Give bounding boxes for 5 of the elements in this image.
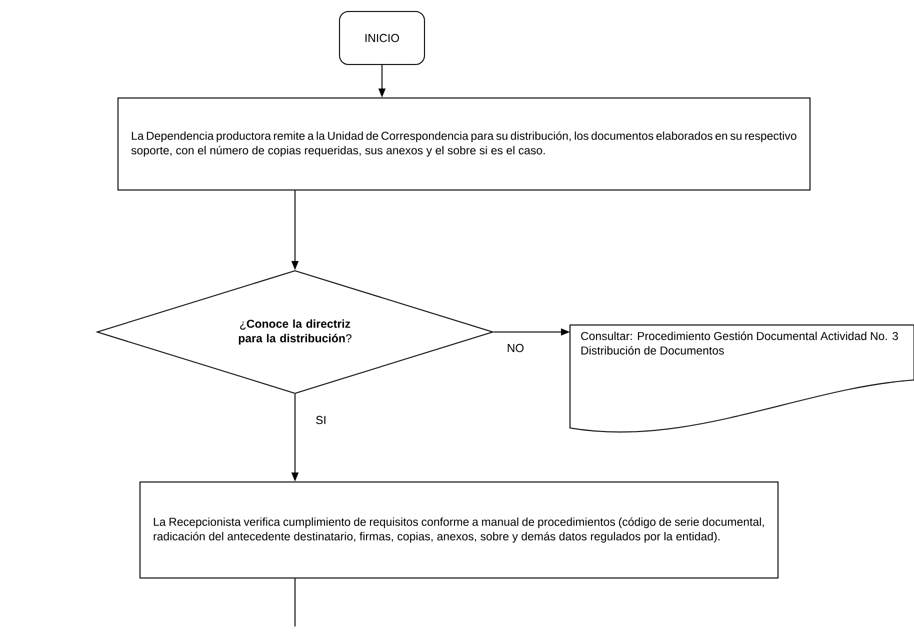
process-box: La Recepcionista verifica cumplimiento de requisitos conforme a manual de procedimientos (código de serie documental, radicación del antecedente destinatario, firmas, copias, anexos, sobre y demás datos regulados por la entidad).: [140, 482, 778, 578]
edge-label: NO: [506, 342, 526, 354]
process-box: La Dependencia productora remite a la Unidad de Correspondencia para su distribución, los documentos elaborados en su respectivo soporte, con el número de copias requeridas, sus anexos y el sobre si es el caso.: [118, 98, 810, 190]
start-terminal: INICIO: [339, 11, 425, 65]
edge-label: SI: [314, 414, 328, 426]
